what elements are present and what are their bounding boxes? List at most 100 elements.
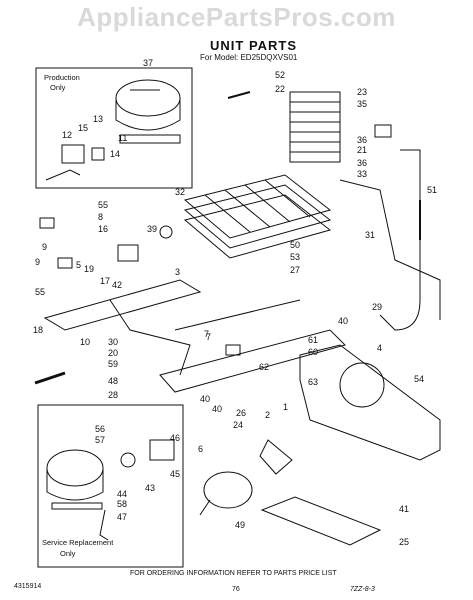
- service-wire: [99, 509, 109, 541]
- callout: 60: [308, 347, 318, 357]
- callout: 49: [235, 520, 245, 530]
- callout: 18: [33, 325, 43, 335]
- part-16: [39, 217, 55, 229]
- callout: 32: [175, 187, 185, 197]
- tube-52: [227, 91, 251, 99]
- service-box: [37, 404, 184, 568]
- callout: 35: [357, 99, 367, 109]
- callout: 5: [76, 260, 81, 270]
- page-number: 76: [232, 586, 240, 593]
- callout: 39: [147, 224, 157, 234]
- callout: 51: [427, 185, 437, 195]
- service-box-label: Service Replacement: [42, 538, 114, 547]
- callout: 53: [290, 252, 300, 262]
- callout: 36: [357, 158, 367, 168]
- callout: 40: [212, 404, 222, 414]
- fan-blade: [259, 439, 293, 475]
- callout: 50: [290, 240, 300, 250]
- callout: 43: [145, 483, 155, 493]
- callout: 13: [93, 114, 103, 124]
- callout: 2: [265, 410, 270, 420]
- tube-29: [339, 179, 441, 320]
- relay: [61, 144, 85, 164]
- callout: 9: [42, 242, 47, 252]
- fan-shroud: [339, 362, 385, 408]
- callout: 44: [117, 489, 127, 499]
- callout: 42: [112, 280, 122, 290]
- motor-bracket: [199, 499, 211, 516]
- drier-18: [34, 371, 66, 385]
- callout: 40: [200, 394, 210, 404]
- callout: 4: [377, 343, 382, 353]
- callout: 48: [108, 376, 118, 386]
- fan-motor: [203, 471, 253, 509]
- part-number: 4315914: [14, 583, 42, 590]
- callout: 14: [110, 149, 120, 159]
- part-23: [374, 124, 392, 138]
- callout: 57: [95, 435, 105, 445]
- callout: 31: [365, 230, 375, 240]
- callout: 58: [117, 499, 127, 509]
- production-box: [35, 67, 193, 189]
- callout: 61: [308, 335, 318, 345]
- callout: 15: [78, 123, 88, 133]
- callout: 40: [338, 316, 348, 326]
- callout: 16: [98, 224, 108, 234]
- callout: 29: [372, 302, 382, 312]
- callout: 11: [118, 133, 127, 143]
- callout: 55: [35, 287, 45, 297]
- drain-pan: [260, 496, 382, 546]
- model-line: For Model: ED25DQXVS01: [200, 53, 298, 62]
- callout: 19: [84, 264, 94, 274]
- callout: 36: [357, 135, 367, 145]
- callout: 46: [170, 433, 180, 443]
- callout: 27: [290, 265, 300, 275]
- evaporator-grid: [183, 174, 332, 259]
- compressor-service: [46, 449, 104, 510]
- frame-rails: [43, 279, 346, 393]
- callout: 25: [399, 537, 409, 547]
- callout: 22: [275, 84, 285, 94]
- callout: 17: [100, 276, 110, 286]
- grommet-39: [159, 225, 173, 239]
- diagram-code: 7ZZ-8-3: [350, 586, 375, 593]
- callout: 47: [117, 512, 127, 522]
- callout: 9: [35, 257, 40, 267]
- callout: 1: [283, 402, 288, 412]
- service-relay: [149, 439, 175, 461]
- callout: 55: [98, 200, 108, 210]
- callout: 56: [95, 424, 105, 434]
- callout: 26: [236, 408, 246, 418]
- callout: 24: [233, 420, 243, 430]
- callout: 59: [108, 359, 118, 369]
- callout: 3: [175, 267, 180, 277]
- part-19: [117, 244, 139, 262]
- production-box-label: Production: [44, 73, 80, 82]
- callout: 21: [357, 145, 367, 155]
- callout: 7: [206, 332, 211, 342]
- callout: 33: [357, 169, 367, 179]
- wire-clip: [45, 169, 81, 181]
- footer-note: FOR ORDERING INFORMATION REFER TO PARTS …: [130, 570, 337, 577]
- callout: 10: [80, 337, 90, 347]
- service-box-label: Only: [60, 549, 76, 558]
- production-box-label: Only: [50, 83, 66, 92]
- callout: 41: [399, 504, 409, 514]
- tube-31: [379, 149, 421, 331]
- diagram-title: UNIT PARTS: [210, 38, 298, 53]
- callout: 23: [357, 87, 367, 97]
- callout: 45: [170, 469, 180, 479]
- compressor-production: [115, 79, 181, 144]
- watermark: AppliancePartsPros.com: [77, 2, 396, 32]
- callout: 8: [98, 212, 103, 222]
- callout: 20: [108, 348, 118, 358]
- overload: [91, 147, 105, 161]
- callout: 52: [275, 70, 285, 80]
- callout: 12: [62, 130, 72, 140]
- callout-labels: 37 52 22 23 35 21 36 33 15 13 12 11 14 1…: [33, 58, 437, 547]
- base-plate: [299, 344, 441, 461]
- callout: 62: [259, 362, 269, 372]
- condenser-coil: [289, 91, 341, 163]
- callout: 37: [143, 58, 153, 68]
